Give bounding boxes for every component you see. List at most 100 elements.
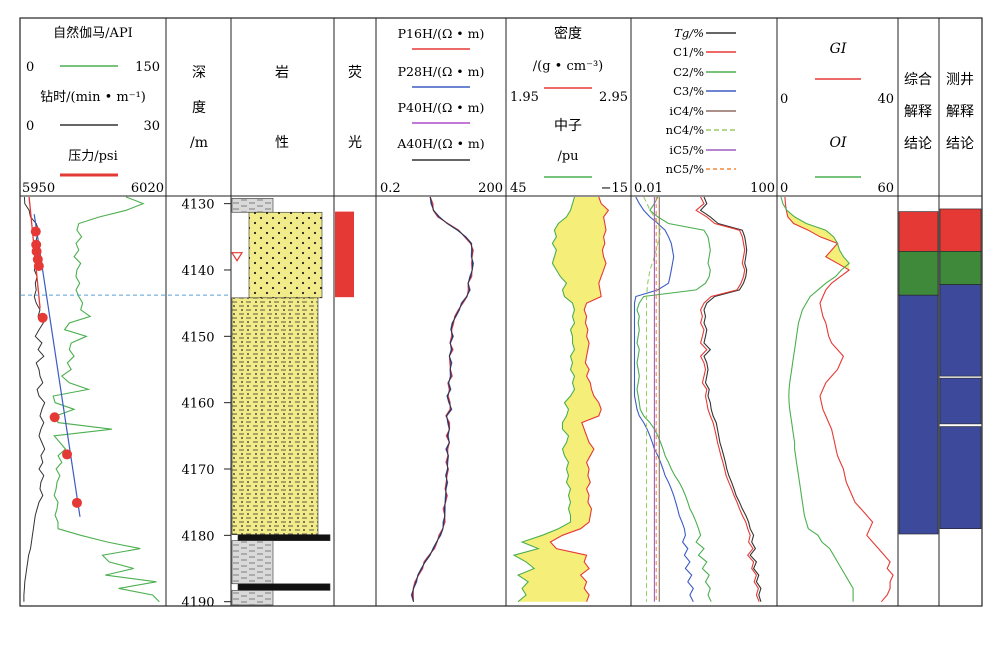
gas-ic5-label: iC5/% xyxy=(669,143,704,157)
res-curve xyxy=(412,196,474,602)
depth-label-1: 深 xyxy=(192,65,206,81)
oi-max: 60 xyxy=(877,181,894,196)
comp-label-2: 解释 xyxy=(904,104,932,120)
den-curve xyxy=(549,196,610,602)
gas-c2-label: C2/% xyxy=(673,65,704,79)
res-p16-label: P16H/(Ω • m) xyxy=(398,26,485,41)
depth-tick-label: 4130 xyxy=(181,198,214,213)
gr-curve xyxy=(52,196,160,603)
res-max: 200 xyxy=(478,181,503,196)
lith-layer xyxy=(237,534,331,541)
press-label: 压力/psi xyxy=(68,149,118,164)
pressure-point xyxy=(30,226,41,237)
res-header: P16H/(Ω • m) P28H/(Ω • m) P40H/(Ω • m) A… xyxy=(396,26,485,161)
log-zone xyxy=(939,377,982,425)
cnl-label-2: /pu xyxy=(557,149,578,164)
comp-zone xyxy=(898,211,939,252)
gas-curve xyxy=(636,196,712,602)
depth-tick-label: 4150 xyxy=(181,330,214,345)
rop-min: 0 xyxy=(26,119,34,134)
gi-min: 0 xyxy=(780,92,788,107)
lith-label-2: 性 xyxy=(275,135,289,151)
gas-curve xyxy=(633,196,694,602)
res-p28-label: P28H/(Ω • m) xyxy=(398,64,485,79)
log-zone xyxy=(939,284,982,377)
log-header: 测井 解释 结论 xyxy=(946,72,974,152)
gas-ic4-label: iC4/% xyxy=(669,104,704,118)
depth-label-2: 度 xyxy=(192,100,206,116)
cnl-min: 45 xyxy=(510,181,527,196)
gi-label: GI xyxy=(830,41,847,57)
depth-tick-label: 4170 xyxy=(181,463,214,478)
cnl-label-1: 中子 xyxy=(554,118,582,134)
pressure-point xyxy=(49,412,60,423)
den-min: 1.95 xyxy=(510,90,539,105)
den-cnl-crossover-fill xyxy=(514,197,609,602)
gr-min: 0 xyxy=(26,60,34,75)
lith-layer xyxy=(237,583,331,591)
press-max: 6020 xyxy=(131,181,164,196)
fluorescence-interval xyxy=(335,211,354,298)
oi-label: OI xyxy=(829,135,846,151)
log-zone xyxy=(939,251,982,285)
res-curve xyxy=(412,196,474,602)
conclusion-zones xyxy=(898,208,982,535)
log-label-1: 测井 xyxy=(946,72,974,88)
res-a40-label: A40H/(Ω • m) xyxy=(396,136,484,151)
log-curves xyxy=(23,196,894,603)
comp-zone xyxy=(898,294,939,535)
gas-nc4-label: nC4/% xyxy=(666,123,704,137)
den-label-1: 密度 xyxy=(554,25,582,42)
oi-curve xyxy=(780,196,854,602)
gi-oi-fill xyxy=(784,197,894,602)
pressure-point xyxy=(31,246,42,257)
depth-tick-label: 4140 xyxy=(181,264,214,279)
den-max: 2.95 xyxy=(599,90,628,105)
crossover-fills xyxy=(514,197,894,602)
gas-curve xyxy=(695,196,760,602)
gas-max: 100 xyxy=(750,181,775,196)
lith-layer xyxy=(248,211,323,299)
gas-curve xyxy=(699,196,762,602)
log-label-3: 结论 xyxy=(946,136,974,152)
rop-label: 钻时/(min • m⁻¹) xyxy=(40,90,146,105)
gas-header: Tg/% C1/% C2/% C3/% iC4/% nC4/% iC5/% nC… xyxy=(666,26,736,176)
gas-c3-label: C3/% xyxy=(673,84,704,98)
pressure-points xyxy=(30,226,82,508)
res-curve xyxy=(410,196,475,602)
comp-label-3: 结论 xyxy=(904,136,932,152)
cnl-max: −15 xyxy=(601,181,628,196)
pressure-point xyxy=(37,312,48,323)
depth-tick-label: 4180 xyxy=(181,529,214,544)
oi-min: 0 xyxy=(780,181,788,196)
pressure-point xyxy=(71,497,82,508)
chart-frame xyxy=(19,17,983,607)
depth-header: 深 度 /m xyxy=(190,65,208,151)
den-header: 密度 /(g • cm⁻³) 中子 /pu xyxy=(533,25,603,178)
fluor-label-1: 荧 xyxy=(348,64,362,81)
cnl-curve xyxy=(512,196,576,603)
fluorescence-marker-icon xyxy=(230,252,244,262)
lith-header: 岩 性 xyxy=(275,65,289,151)
gas-min: 0.01 xyxy=(634,181,663,196)
pressure-point xyxy=(33,260,44,271)
log-zone xyxy=(939,426,982,530)
fluorescence-column xyxy=(335,211,354,298)
gr-track-header: 自然伽马/API 0 150 钻时/(min • m⁻¹) 0 30 压力/ps… xyxy=(22,25,164,196)
comp-zone xyxy=(898,251,939,296)
gi-max: 40 xyxy=(877,92,894,107)
fluor-header: 荧 光 xyxy=(348,64,362,151)
res-curve xyxy=(411,196,474,602)
res-min: 0.2 xyxy=(380,181,401,196)
comp-header: 综合 解释 结论 xyxy=(904,72,932,152)
gi-header: GI OI xyxy=(815,41,861,178)
depth-label-unit: /m xyxy=(190,135,208,151)
lith-layer xyxy=(231,198,274,213)
gas-tg-label: Tg/% xyxy=(674,26,704,40)
log-label-2: 解释 xyxy=(946,104,974,120)
depth-tick-label: 4190 xyxy=(181,596,214,611)
lith-layer xyxy=(231,540,274,585)
res-p40-label: P40H/(Ω • m) xyxy=(398,100,485,115)
